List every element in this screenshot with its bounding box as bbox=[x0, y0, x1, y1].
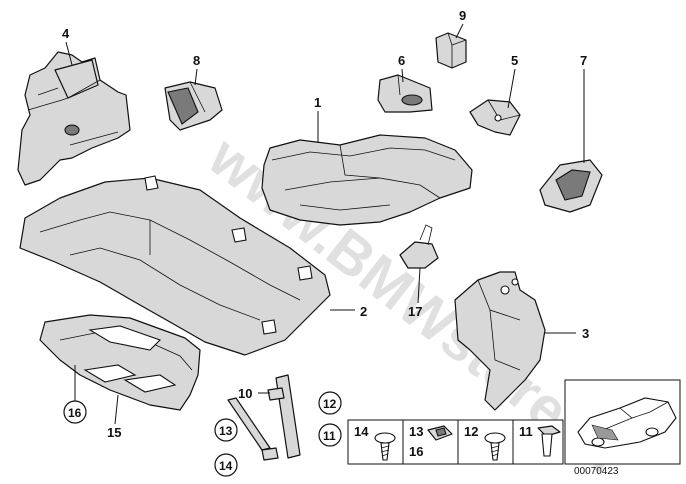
label-8: 8 bbox=[193, 53, 200, 68]
fastener-13-clip-nut[interactable] bbox=[427, 425, 453, 441]
part-17-plug[interactable] bbox=[399, 224, 439, 269]
label-9: 9 bbox=[459, 8, 466, 23]
part-15-lower-panel[interactable] bbox=[39, 314, 201, 411]
part-1-heat-shield[interactable] bbox=[261, 134, 473, 226]
fastener-14-screw[interactable] bbox=[374, 432, 396, 461]
label-12-circle bbox=[318, 391, 342, 415]
label-7: 7 bbox=[580, 53, 587, 68]
part-8-duct[interactable] bbox=[164, 81, 223, 131]
label-13: 13 bbox=[219, 424, 233, 438]
label-6: 6 bbox=[398, 53, 405, 68]
label-16: 16 bbox=[68, 406, 82, 420]
fastener-label-11: 11 bbox=[519, 424, 533, 439]
label-14-circle bbox=[214, 453, 238, 477]
part-2-underbody-panel[interactable] bbox=[19, 175, 331, 356]
part-7-duct[interactable] bbox=[539, 159, 603, 213]
label-3: 3 bbox=[582, 326, 589, 341]
fastener-11-rivet[interactable] bbox=[537, 425, 561, 457]
label-15: 15 bbox=[107, 425, 121, 440]
part-4-side-shield[interactable] bbox=[17, 51, 131, 186]
fastener-label-12: 12 bbox=[464, 424, 478, 439]
label-2: 2 bbox=[360, 304, 367, 319]
part-5-bracket[interactable] bbox=[469, 99, 521, 136]
fastener-label-14: 14 bbox=[354, 424, 369, 439]
label-10: 10 bbox=[238, 386, 252, 401]
fastener-label-16: 16 bbox=[409, 444, 423, 459]
label-11: 11 bbox=[323, 429, 336, 443]
label-12: 12 bbox=[323, 397, 337, 411]
label-13-circle bbox=[214, 418, 238, 442]
label-5: 5 bbox=[511, 53, 518, 68]
part-10-strap[interactable] bbox=[227, 374, 301, 461]
label-1: 1 bbox=[314, 95, 321, 110]
label-14: 14 bbox=[219, 459, 233, 473]
part-3-side-shield[interactable] bbox=[454, 271, 546, 411]
label-17: 17 bbox=[408, 304, 422, 319]
image-code: 00070423 bbox=[574, 466, 619, 477]
part-9-clip[interactable] bbox=[435, 32, 467, 69]
car-thumbnail bbox=[564, 379, 681, 465]
fastener-12-screw[interactable] bbox=[484, 432, 506, 461]
label-4: 4 bbox=[62, 26, 70, 41]
label-11-circle bbox=[318, 423, 342, 447]
fastener-label-13: 13 bbox=[409, 424, 423, 439]
part-6-bracket[interactable] bbox=[377, 74, 433, 113]
